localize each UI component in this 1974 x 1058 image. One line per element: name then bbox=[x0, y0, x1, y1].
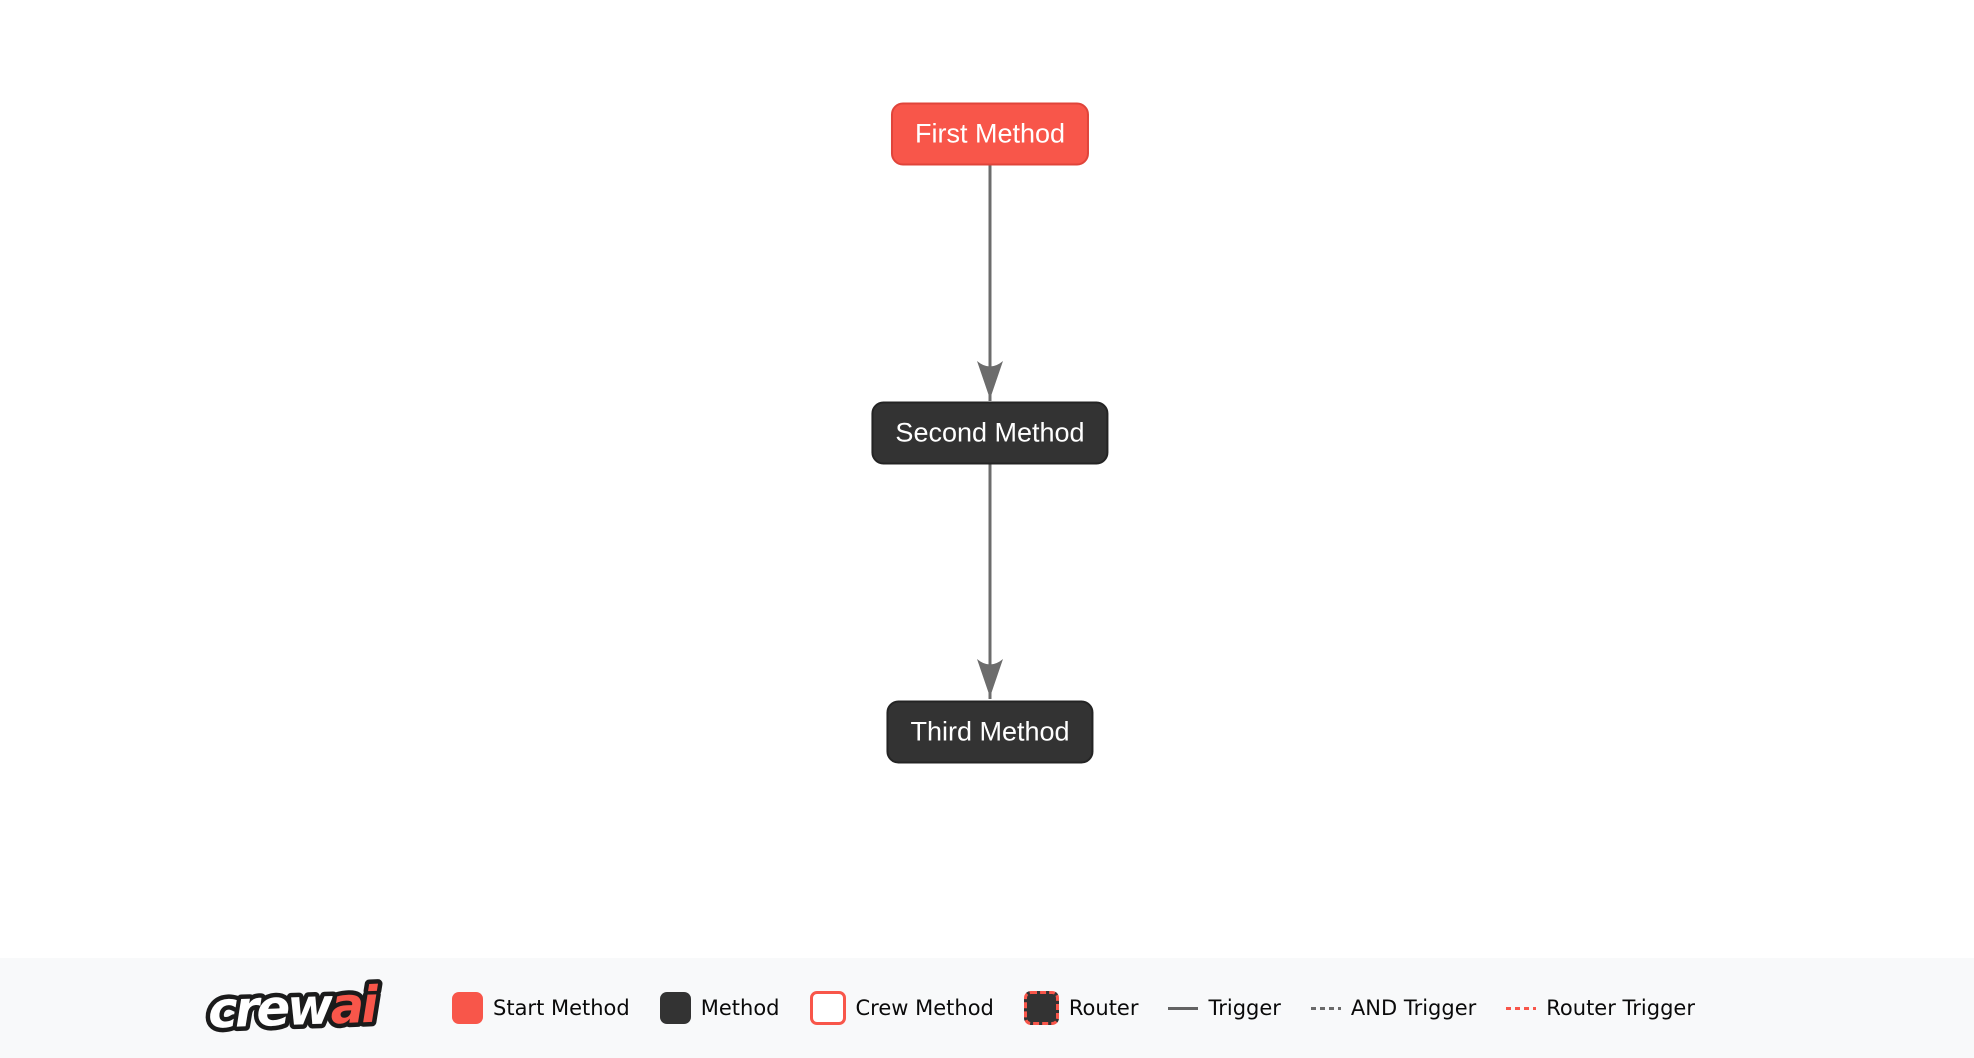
legend-bar: crewai Start Method Method Crew Method R… bbox=[0, 958, 1974, 1058]
legend-item-router-trigger: Router Trigger bbox=[1506, 996, 1695, 1020]
router-trigger-line-icon bbox=[1506, 1006, 1537, 1010]
method-swatch-icon bbox=[659, 992, 691, 1024]
legend-item-trigger: Trigger bbox=[1168, 996, 1281, 1020]
legend-label-start-method: Start Method bbox=[493, 996, 630, 1020]
legend-label-trigger: Trigger bbox=[1208, 996, 1281, 1020]
node-third-method[interactable]: Third Method bbox=[886, 700, 1094, 764]
legend-item-method: Method bbox=[659, 992, 780, 1024]
arrowhead-down-icon bbox=[977, 659, 1003, 697]
crew-method-swatch-icon bbox=[809, 991, 846, 1025]
legend-label-and-trigger: AND Trigger bbox=[1350, 996, 1477, 1020]
crewai-logo: crewai bbox=[203, 975, 385, 1041]
start-method-swatch-icon bbox=[452, 992, 483, 1024]
edge-first-to-second bbox=[977, 165, 1003, 401]
legend-items: Start Method Method Crew Method Router T… bbox=[452, 991, 1695, 1025]
legend-item-and-trigger: AND Trigger bbox=[1310, 996, 1477, 1020]
and-trigger-line-icon bbox=[1310, 1006, 1341, 1010]
edge-second-to-third bbox=[977, 464, 1003, 699]
flow-canvas[interactable]: First Method Second Method Third Method bbox=[0, 0, 1974, 958]
legend-label-router-trigger: Router Trigger bbox=[1546, 996, 1695, 1020]
trigger-edges bbox=[977, 165, 1003, 699]
legend-label-method: Method bbox=[700, 996, 780, 1020]
router-swatch-icon bbox=[1023, 991, 1059, 1025]
logo-text-ai: ai bbox=[329, 976, 380, 1036]
node-second-method[interactable]: Second Method bbox=[871, 401, 1109, 465]
svg-text:crewai: crewai bbox=[207, 976, 380, 1040]
legend-item-router: Router bbox=[1023, 991, 1139, 1025]
legend-label-crew-method: Crew Method bbox=[855, 996, 994, 1020]
node-first-method[interactable]: First Method bbox=[890, 102, 1090, 166]
legend-item-crew-method: Crew Method bbox=[809, 991, 994, 1025]
legend-label-router: Router bbox=[1068, 996, 1139, 1020]
trigger-line-icon bbox=[1168, 1006, 1199, 1010]
arrowhead-down-icon bbox=[977, 361, 1003, 399]
logo-text-crew: crew bbox=[207, 977, 335, 1039]
legend-item-start-method: Start Method bbox=[452, 992, 630, 1024]
